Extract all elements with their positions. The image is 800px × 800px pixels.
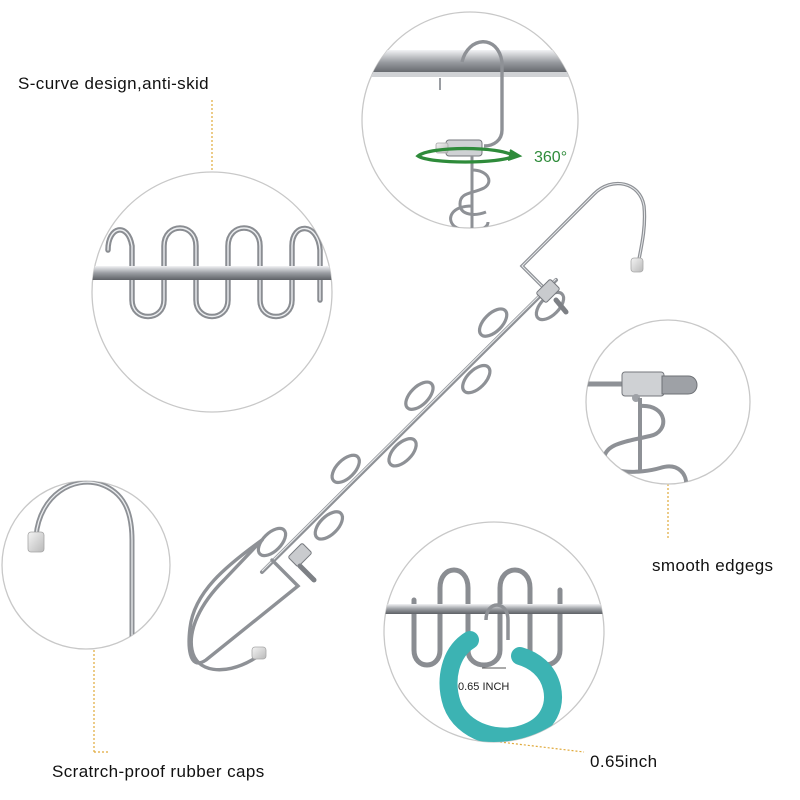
swivel-top bbox=[536, 279, 569, 315]
smooth-edges-caption: smooth edgegs bbox=[652, 556, 774, 575]
swivel-bottom bbox=[288, 543, 317, 583]
detail-s-curve bbox=[91, 171, 333, 413]
ring-shape bbox=[439, 631, 562, 742]
s-curve-loops bbox=[256, 290, 566, 558]
rubber-cap-bottom bbox=[251, 646, 267, 660]
inch-caption: 0.65inch bbox=[590, 752, 658, 771]
detail-rotation: 360° bbox=[361, 11, 579, 229]
hanger-loop bbox=[313, 510, 345, 541]
leader-lines bbox=[93, 100, 669, 753]
hanger-loop bbox=[256, 526, 288, 558]
s-curve-caption: S-curve design,anti-skid bbox=[18, 74, 210, 93]
rubber-cap-top bbox=[630, 257, 644, 273]
rubber-caps-caption: Scratrch-proof rubber caps bbox=[52, 762, 265, 781]
hanger-loop bbox=[461, 363, 492, 395]
hanger-main bbox=[187, 181, 647, 672]
hanger-loop bbox=[404, 380, 435, 411]
detail-smooth-edges bbox=[585, 319, 751, 485]
hanger-loop bbox=[387, 437, 418, 468]
detail-rubber-cap bbox=[1, 480, 171, 650]
hanger-loop bbox=[330, 453, 361, 485]
detail-ring-size: 0.65 INCH bbox=[383, 521, 605, 743]
ring-size-label: 0.65 INCH bbox=[458, 681, 509, 693]
rotation-label: 360° bbox=[534, 149, 567, 166]
hanger-loop bbox=[477, 307, 509, 338]
